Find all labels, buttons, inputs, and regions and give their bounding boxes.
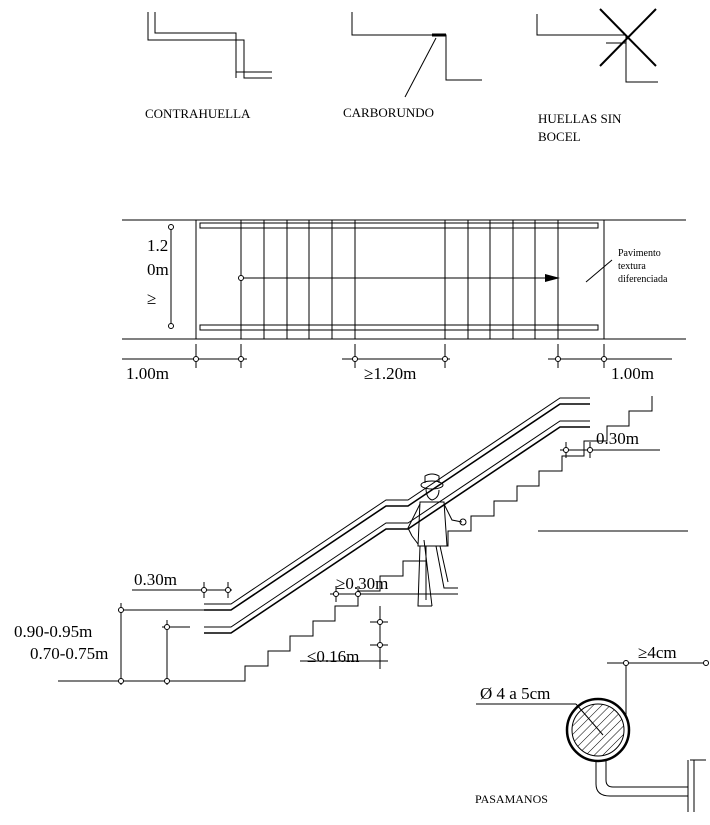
plan-width-label-1: 1.2 (147, 236, 168, 255)
no-nosing-detail: HUELLAS SIN BOCEL (536, 8, 658, 144)
handrail-detail: ≥4cm Ø 4 a 5cm PASAMANOS (475, 643, 709, 812)
carborundum-detail: CARBORUNDO (343, 12, 482, 120)
carborundum-detail-label: CARBORUNDO (343, 105, 434, 120)
tread-label: ≥0.30m (336, 574, 388, 593)
diameter-label: Ø 4 a 5cm (480, 684, 550, 703)
pavement-leader (585, 259, 613, 283)
no-nosing-label-line1: HUELLAS SIN (538, 111, 622, 126)
plan-handrail-bottom (199, 324, 599, 331)
riser-detail: CONTRAHUELLA (145, 12, 272, 121)
upper-handrail (204, 403, 590, 611)
stair-plan: 1.2 0m ≥ Pavimento textura diferenciada … (122, 219, 686, 383)
right-landing-label: 1.00m (611, 364, 654, 383)
bottom-extension-label: 0.30m (134, 570, 177, 589)
top-extension-label: 0.30m (596, 429, 639, 448)
no-nosing-label-line2: BOCEL (538, 129, 581, 144)
upper-rail-height-label: 0.90-0.95m (14, 622, 92, 641)
riser-detail-label: CONTRAHUELLA (145, 106, 251, 121)
handrail-title: PASAMANOS (475, 792, 548, 806)
plan-step-lines (240, 220, 559, 339)
handrail-bracket (595, 761, 688, 797)
left-landing-label: 1.00m (126, 364, 169, 383)
wall-gap-label: ≥4cm (638, 643, 677, 662)
stair-profile (58, 396, 653, 682)
riser-height-label: ≤0.16m (307, 647, 359, 666)
lower-rail-height-label: 0.70-0.75m (30, 644, 108, 663)
plan-width-label-2: 0m (147, 260, 169, 279)
arrow-head-icon (545, 274, 560, 282)
center-run-label: ≥1.20m (364, 364, 416, 383)
lower-handrail (204, 426, 590, 634)
plan-handrail-top (199, 222, 599, 229)
pavement-note-1: Pavimento (618, 248, 661, 259)
person-figure (407, 473, 467, 607)
plan-width-label-3: ≥ (147, 289, 156, 308)
pavement-note-2: textura (618, 261, 646, 272)
stair-section: 0.30m 0.30m ≥0.30m ≤0.16m 0.90-0.95m (14, 396, 688, 685)
pavement-note-3: diferenciada (618, 274, 668, 285)
